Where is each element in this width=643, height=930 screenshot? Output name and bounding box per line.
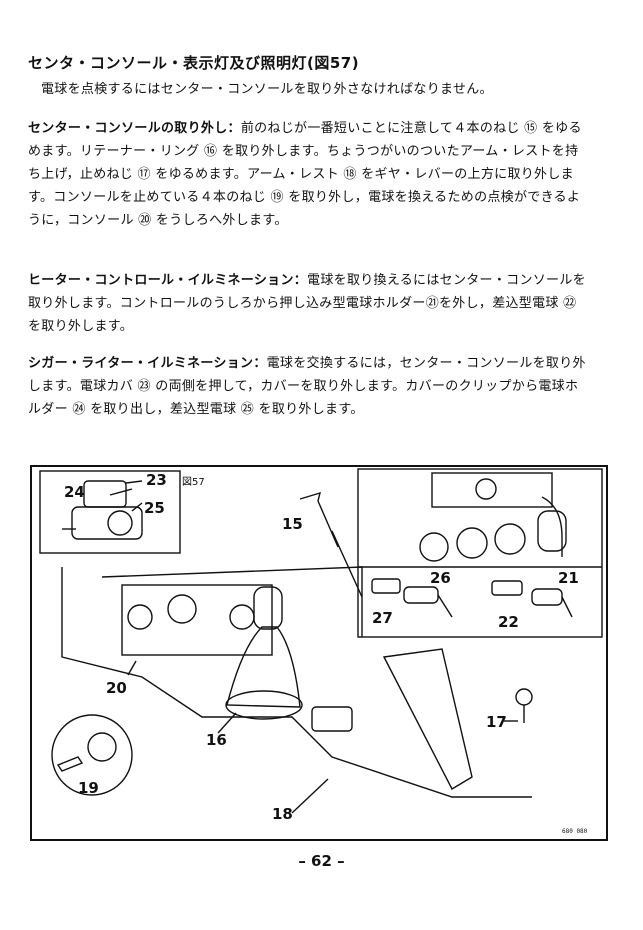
inset-heater-control bbox=[357, 468, 603, 638]
callout-23: 23 bbox=[146, 471, 167, 489]
screw-15 bbox=[299, 491, 339, 548]
intro-paragraph: 電球を点検するにはセンター・コンソールを取り外さなければなりません。 bbox=[41, 82, 493, 97]
bulb-holder-27 bbox=[371, 578, 401, 594]
inset-screw-19 bbox=[51, 714, 133, 796]
callout-25: 25 bbox=[144, 499, 165, 517]
cigar-illumination-paragraph: シガー・ライター・イルミネーション：電球を交換するには，センター・コンソールを取… bbox=[28, 352, 590, 421]
heater-illumination-paragraph: ヒーター・コントロール・イルミネーション：電球を取り換えるにはセンター・コンソー… bbox=[28, 269, 590, 338]
callout-18: 18 bbox=[272, 805, 293, 823]
callout-22: 22 bbox=[498, 613, 519, 631]
console-illustration: 図57 23 24 25 15 26 21 27 22 20 17 16 19 … bbox=[39, 468, 603, 835]
console-removal-body: 前のねじが一番短いことに注意して４本のねじ ⑮ をゆるめます。リテーナー・リング… bbox=[28, 121, 582, 228]
console-removal-paragraph: センター・コンソールの取り外し：前のねじが一番短いことに注意して４本のねじ ⑮ … bbox=[28, 117, 590, 232]
cigar-illumination-body: 電球を交換するには，センター・コンソールを取り外します。電球カバ ㉓ の両側を押… bbox=[28, 356, 586, 417]
callout-17: 17 bbox=[486, 713, 507, 731]
section-heading: センタ・コンソール・表示灯及び照明灯(図57) bbox=[28, 54, 360, 72]
callout-26: 26 bbox=[430, 569, 451, 587]
callout-15: 15 bbox=[282, 515, 303, 533]
callout-16: 16 bbox=[206, 731, 227, 749]
callout-24: 24 bbox=[64, 483, 85, 501]
figure-label: 図57 bbox=[182, 476, 205, 488]
figure-57: 図57 23 24 25 15 26 21 27 22 20 17 16 19 … bbox=[30, 465, 608, 841]
callout-19: 19 bbox=[78, 779, 99, 797]
gear-knob bbox=[253, 586, 283, 630]
heater-illumination-term: ヒーター・コントロール・イルミネーション： bbox=[28, 273, 308, 288]
figure-code: 680 080 bbox=[562, 828, 588, 835]
callout-27: 27 bbox=[372, 609, 393, 627]
heater-illumination-body: 電球を取り換えるにはセンター・コンソールを取り外します。コントロールのうしろから… bbox=[28, 273, 586, 334]
bulb-22 bbox=[491, 580, 523, 596]
callout-20: 20 bbox=[106, 679, 127, 697]
page-number: – 62 – bbox=[298, 852, 345, 870]
screw-17 bbox=[515, 688, 533, 706]
console-removal-term: センター・コンソールの取り外し： bbox=[28, 121, 241, 136]
arm-rest bbox=[382, 648, 473, 790]
callout-21: 21 bbox=[558, 569, 579, 587]
cigar-illumination-term: シガー・ライター・イルミネーション： bbox=[28, 356, 267, 371]
